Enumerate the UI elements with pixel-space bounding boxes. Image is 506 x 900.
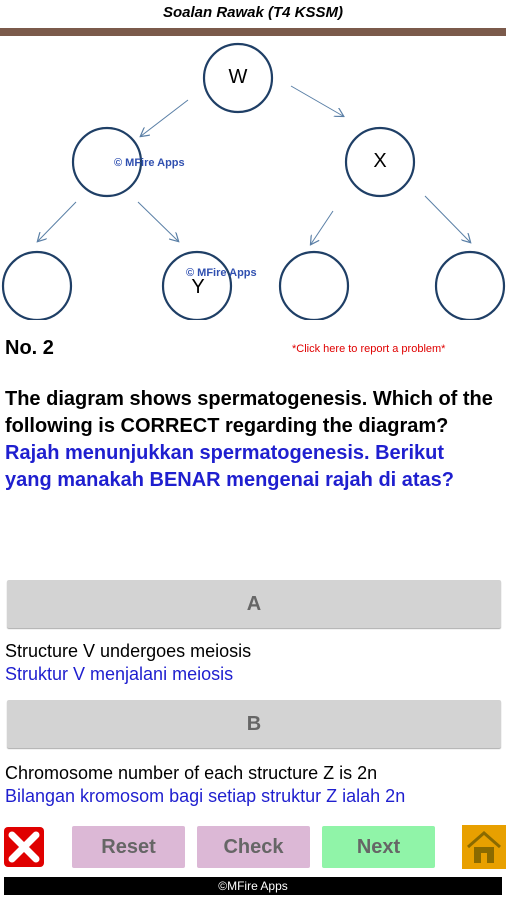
option-a-text: Structure V undergoes meiosis Struktur V… xyxy=(5,640,505,686)
option-a-button[interactable]: A xyxy=(7,580,501,628)
report-problem-link[interactable]: *Click here to report a problem* xyxy=(292,343,446,355)
node-v xyxy=(71,126,143,198)
option-b-button[interactable]: B xyxy=(7,700,501,748)
home-button[interactable] xyxy=(462,825,506,869)
arrow-w-x xyxy=(290,85,343,116)
question-text-en: The diagram shows spermatogenesis. Which… xyxy=(5,388,493,437)
arrow-x-z3 xyxy=(424,195,470,242)
close-icon xyxy=(4,827,44,867)
option-a-text-en: Structure V undergoes meiosis xyxy=(5,641,252,661)
reset-button[interactable]: Reset xyxy=(72,826,185,868)
option-b-text: Chromosome number of each structure Z is… xyxy=(5,762,505,820)
option-b-text-en: Chromosome number of each structure Z is… xyxy=(5,763,378,783)
question-text-ms: Rajah menunjukkan spermatogenesis. Berik… xyxy=(5,442,455,491)
home-icon xyxy=(467,831,501,863)
node-z2 xyxy=(278,250,350,320)
footer-credit: ©MFire Apps xyxy=(4,877,502,895)
arrow-v-z1 xyxy=(38,201,77,241)
option-a-text-ms: Struktur V menjalani meiosis xyxy=(5,664,234,684)
watermark-top: © MFire Apps xyxy=(114,157,185,169)
node-x xyxy=(344,126,416,198)
arrow-v-y xyxy=(137,201,178,241)
app-title: Soalan Rawak (T4 KSSM) xyxy=(162,4,344,21)
node-w xyxy=(202,42,274,114)
close-button[interactable] xyxy=(2,825,46,869)
spermatogenesis-diagram: W X Y © MFire Apps © MFire Apps xyxy=(0,36,506,320)
node-label-y: Y xyxy=(191,276,205,298)
question-number: No. 2 xyxy=(5,337,54,359)
node-z3 xyxy=(434,250,506,320)
node-z1 xyxy=(1,250,73,320)
diagram-graphic xyxy=(1,42,506,320)
title-divider xyxy=(0,28,506,36)
arrow-w-v xyxy=(141,99,189,136)
arrow-x-z2 xyxy=(311,210,334,244)
question-text: The diagram shows spermatogenesis. Which… xyxy=(5,386,495,494)
node-y xyxy=(161,250,233,320)
check-button[interactable]: Check xyxy=(197,826,310,868)
option-b-text-ms: Bilangan kromosom bagi setiap struktur Z… xyxy=(5,786,406,806)
next-button[interactable]: Next xyxy=(322,826,435,868)
watermark-bottom: © MFire Apps xyxy=(186,267,257,279)
node-label-x: X xyxy=(373,150,387,172)
node-label-w: W xyxy=(228,66,248,88)
